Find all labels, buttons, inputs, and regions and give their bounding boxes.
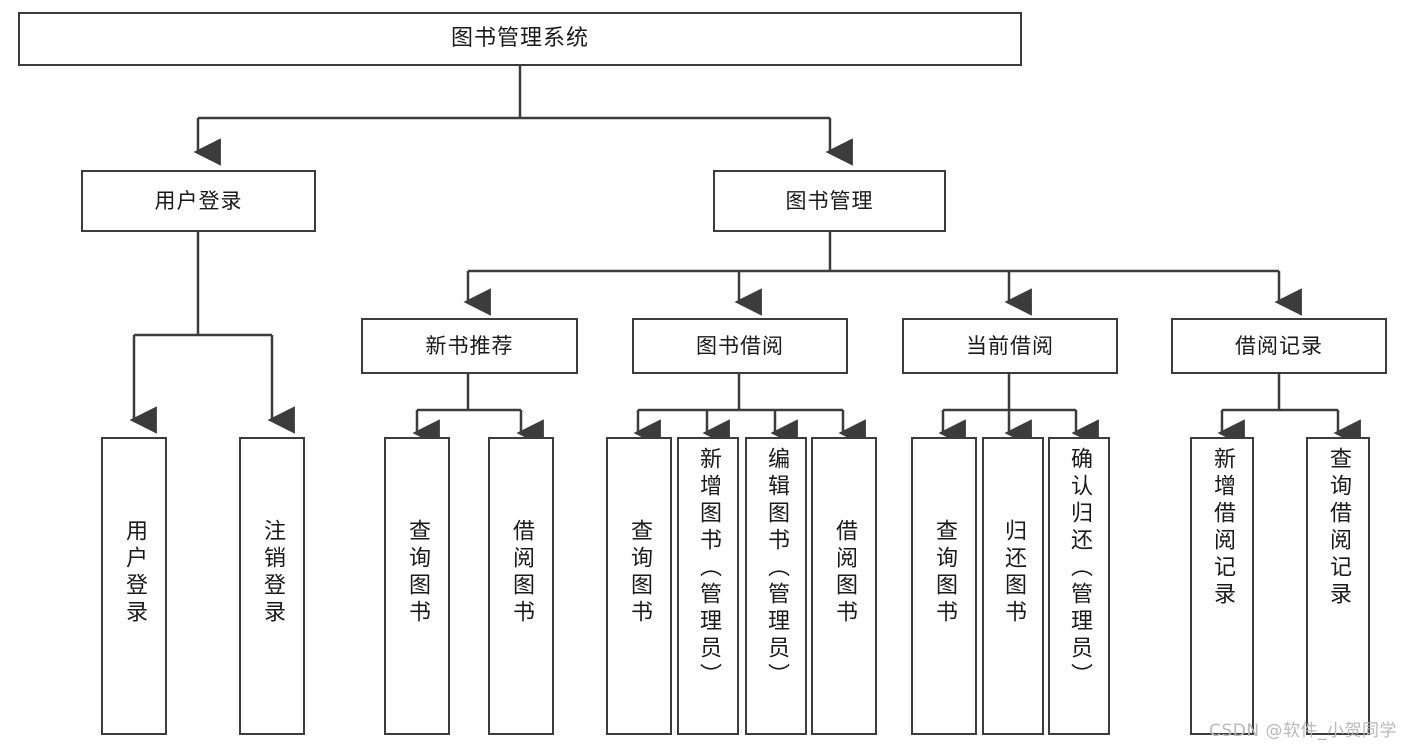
node-leaf-query-book-current[interactable]: 查询图书 xyxy=(911,437,977,735)
watermark: CSDN @软件_小贺同学 xyxy=(1209,721,1397,741)
node-label: 查询图书 xyxy=(932,519,957,627)
node-label: 归还图书 xyxy=(1001,519,1026,627)
node-label: 当前借阅 xyxy=(966,333,1054,358)
node-label: 新增借阅记录 xyxy=(1210,447,1235,609)
node-label: 查询借阅记录 xyxy=(1326,447,1351,609)
node-borrow-record[interactable]: 借阅记录 xyxy=(1171,318,1387,374)
node-leaf-query-borrow-record[interactable]: 查询借阅记录 xyxy=(1306,437,1370,735)
node-user-login[interactable]: 用户登录 xyxy=(81,170,316,232)
node-current-borrow[interactable]: 当前借阅 xyxy=(902,318,1118,374)
node-label: 注销登录 xyxy=(260,519,285,627)
node-root-book-management-system[interactable]: 图书管理系统 xyxy=(18,12,1022,66)
node-leaf-logout-login[interactable]: 注销登录 xyxy=(239,437,305,735)
node-label: 编辑图书（管理员） xyxy=(764,447,789,690)
node-label: 借阅图书 xyxy=(509,519,534,627)
node-leaf-borrow-book-recommend[interactable]: 借阅图书 xyxy=(488,437,554,735)
node-new-book-recommend[interactable]: 新书推荐 xyxy=(361,318,578,374)
node-leaf-return-book[interactable]: 归还图书 xyxy=(982,437,1044,735)
node-label: 借阅图书 xyxy=(832,519,857,627)
node-leaf-user-login[interactable]: 用户登录 xyxy=(101,437,167,735)
node-label: 图书管理 xyxy=(785,188,874,213)
node-leaf-query-book-recommend[interactable]: 查询图书 xyxy=(384,437,450,735)
node-label: 图书管理系统 xyxy=(450,26,589,52)
node-label: 用户登录 xyxy=(154,188,243,213)
node-leaf-borrow-book-borrow[interactable]: 借阅图书 xyxy=(811,437,877,735)
node-label: 查询图书 xyxy=(627,519,652,627)
node-book-borrow[interactable]: 图书借阅 xyxy=(632,318,848,374)
node-label: 确认归还（管理员） xyxy=(1067,447,1092,690)
node-leaf-add-book-admin[interactable]: 新增图书（管理员） xyxy=(677,437,739,735)
node-label: 用户登录 xyxy=(122,519,147,627)
node-book-management[interactable]: 图书管理 xyxy=(713,170,946,232)
node-leaf-edit-book-admin[interactable]: 编辑图书（管理员） xyxy=(745,437,807,735)
node-leaf-query-book-borrow[interactable]: 查询图书 xyxy=(606,437,672,735)
node-leaf-confirm-return-admin[interactable]: 确认归还（管理员） xyxy=(1048,437,1110,735)
node-label: 借阅记录 xyxy=(1235,333,1323,358)
node-leaf-add-borrow-record[interactable]: 新增借阅记录 xyxy=(1190,437,1254,735)
node-label: 查询图书 xyxy=(405,519,430,627)
node-label: 图书借阅 xyxy=(696,333,784,358)
node-label: 新书推荐 xyxy=(425,333,514,358)
node-label: 新增图书（管理员） xyxy=(696,447,721,690)
